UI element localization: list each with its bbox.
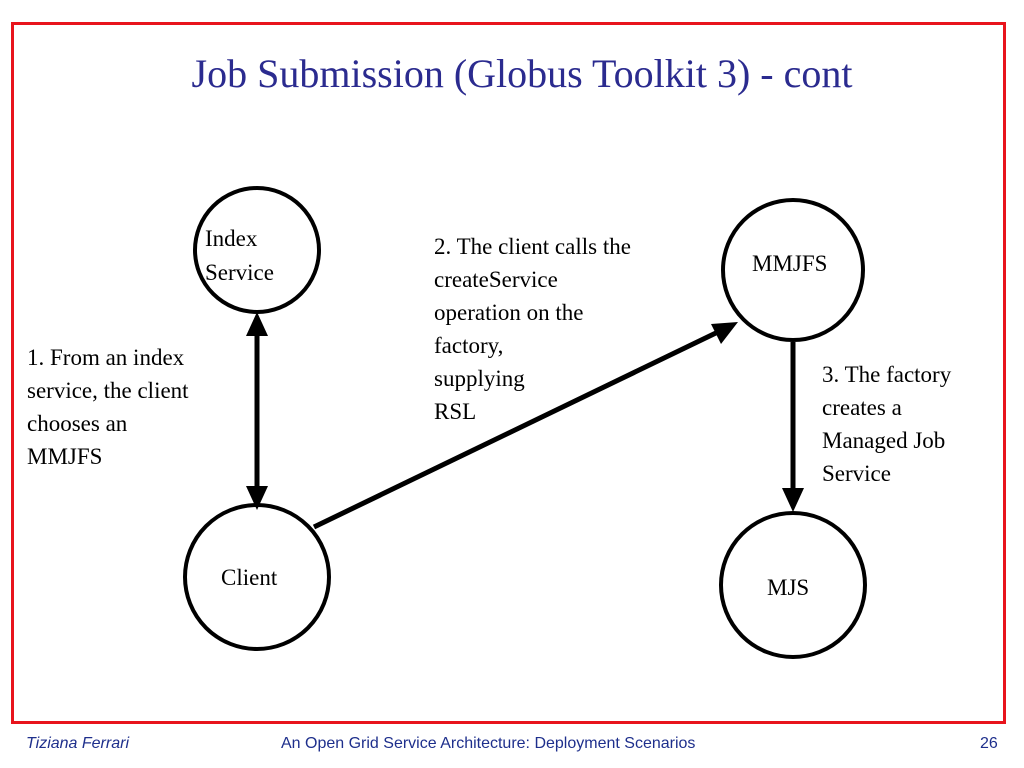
step3-note: 3. The factory creates a Managed Job Ser… (822, 362, 952, 486)
footer-page-number: 26 (980, 735, 998, 752)
mjs-node (719, 511, 867, 659)
client-label: Client (221, 565, 278, 590)
slide-frame (11, 22, 1006, 724)
arrow-client-mmjfs (312, 328, 722, 530)
arrowhead-down (246, 486, 268, 510)
footer-author: Tiziana Ferrari (26, 735, 129, 752)
footer-presentation-title: An Open Grid Service Architecture: Deplo… (281, 735, 696, 752)
arrowhead-mmjfs (711, 322, 738, 344)
slide-title: Job Submission (Globus Toolkit 3) - cont (191, 51, 853, 96)
arrowhead-up (246, 312, 268, 336)
step1-note: 1. From an index service, the client cho… (27, 345, 189, 469)
mjs-label: MJS (767, 575, 810, 600)
mmjfs-node (721, 198, 865, 342)
index-service-label: Index Service (205, 226, 274, 285)
step2-note: 2. The client calls the createService op… (434, 234, 631, 424)
mmjfs-label: MMJFS (752, 251, 828, 276)
arrowhead-mjs (782, 488, 804, 512)
